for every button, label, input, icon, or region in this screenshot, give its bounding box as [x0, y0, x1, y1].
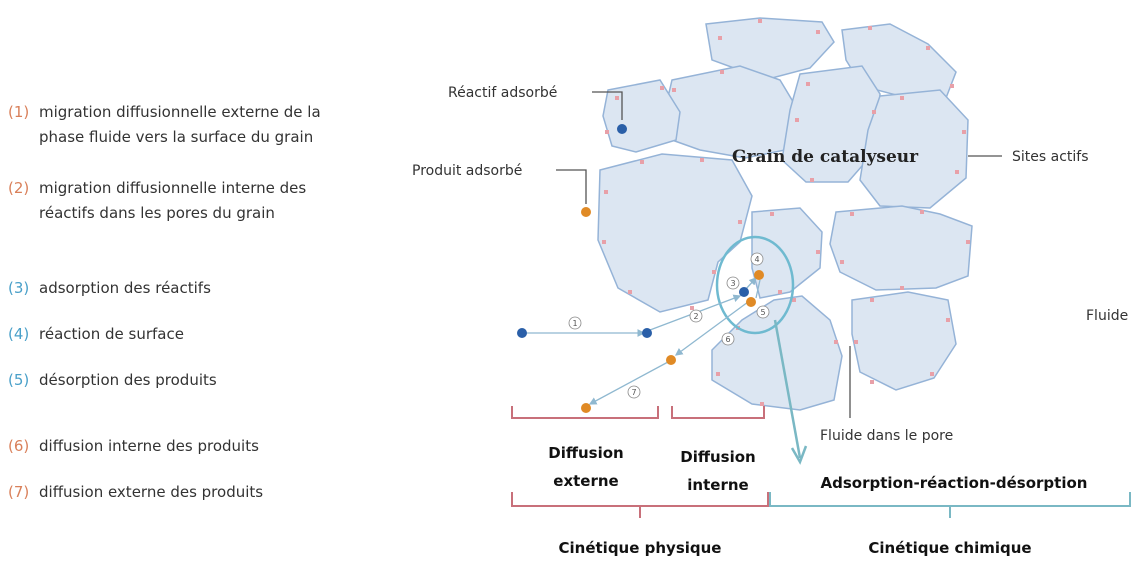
reactif-adsorbe-label: Réactif adsorbé	[448, 85, 557, 101]
step-text: réaction de surface	[39, 325, 184, 343]
step-text: adsorption des réactifs	[39, 279, 211, 297]
path-numbers: 1 2 3 4 5 6 7	[568, 252, 770, 399]
step-number: (2)	[8, 179, 30, 197]
path-number-7: 7	[627, 385, 641, 399]
product-molecule	[754, 270, 764, 280]
svg-text:4: 4	[754, 255, 759, 264]
zone-pointer-arrow	[773, 319, 802, 459]
molecules	[517, 124, 764, 413]
grain-fragment	[602, 79, 681, 153]
braces	[511, 406, 1131, 518]
step-3: (3) adsorption des réactifs	[8, 276, 211, 301]
grain-label: Grain de catalyseur	[732, 147, 919, 167]
svg-text:5: 5	[760, 308, 765, 317]
step-1: (1) migration diffusionnelle externe de l…	[8, 100, 321, 150]
brace-cinetique-chimique	[769, 492, 1131, 518]
diffusion-externe-label-1: Diffusion	[548, 444, 623, 462]
reactant-molecule	[642, 328, 652, 338]
reactant-molecule	[617, 124, 627, 134]
fluide-label: Fluide	[1086, 308, 1128, 324]
svg-text:1: 1	[572, 319, 577, 328]
cinetique-chimique-label: Cinétique chimique	[868, 539, 1031, 557]
svg-text:3: 3	[730, 279, 735, 288]
grain-fragment	[705, 17, 835, 79]
diffusion-interne-label-2: interne	[687, 476, 748, 494]
produit-adsorbe-label: Produit adsorbé	[412, 163, 522, 179]
brace-cinetique-physique	[511, 492, 769, 518]
step-text-line2: réactifs dans les pores du grain	[39, 204, 275, 222]
product-molecule	[581, 403, 591, 413]
grain-fragment	[711, 295, 843, 411]
svg-text:7: 7	[631, 388, 636, 397]
step-4: (4) réaction de surface	[8, 322, 184, 347]
diffusion-interne-label-1: Diffusion	[680, 448, 755, 466]
leader-lines	[556, 91, 1002, 418]
reactant-molecule	[739, 287, 749, 297]
product-molecule	[666, 355, 676, 365]
step-text: désorption des produits	[39, 371, 217, 389]
step-6: (6) diffusion interne des produits	[8, 434, 259, 459]
reaction-zone-circle	[715, 235, 795, 335]
product-molecule	[581, 207, 591, 217]
step-number: (6)	[8, 437, 30, 455]
grain-fragment	[859, 89, 969, 209]
fluide-pore-label: Fluide dans le pore	[820, 428, 953, 444]
active-sites	[602, 19, 970, 406]
diffusion-externe-label-2: externe	[553, 472, 618, 490]
grain-fragment	[851, 291, 957, 391]
adsorption-reaction-desorption-label: Adsorption-réaction-désorption	[821, 474, 1088, 492]
step-5: (5) désorption des produits	[8, 368, 217, 393]
grain-fragment	[781, 65, 881, 183]
path-number-6: 6	[721, 332, 735, 346]
step-text: diffusion externe des produits	[39, 483, 264, 501]
brace-diffusion-interne	[671, 406, 765, 419]
grain-fragment	[664, 65, 799, 159]
path-number-1: 1	[568, 316, 582, 330]
sites-actifs-label: Sites actifs	[1012, 149, 1089, 165]
svg-text:6: 6	[725, 335, 730, 344]
step-number: (1)	[8, 103, 30, 121]
path-number-4: 4	[750, 252, 764, 266]
step-number: (7)	[8, 483, 30, 501]
step-7: (7) diffusion externe des produits	[8, 480, 263, 505]
step-number: (5)	[8, 371, 30, 389]
product-molecule	[746, 297, 756, 307]
brace-diffusion-externe	[511, 406, 659, 419]
zone-pointer-arrowhead	[790, 445, 808, 465]
grain-fragment	[751, 207, 823, 299]
path-number-3: 3	[726, 276, 740, 290]
step-text: diffusion interne des produits	[39, 437, 259, 455]
catalyst-grain	[597, 17, 973, 411]
reactant-molecule	[517, 328, 527, 338]
path-number-2: 2	[689, 309, 703, 323]
step-text-line2: phase fluide vers la surface du grain	[39, 128, 314, 146]
step-text: migration diffusionnelle interne des	[39, 179, 307, 197]
cinetique-physique-label: Cinétique physique	[559, 539, 722, 557]
step-number: (4)	[8, 325, 30, 343]
step-number: (3)	[8, 279, 30, 297]
svg-text:2: 2	[693, 312, 698, 321]
path-number-5: 5	[756, 305, 770, 319]
step-2: (2)migration diffusionnelle interne des …	[8, 176, 306, 226]
step-text: migration diffusionnelle externe de la	[39, 103, 321, 121]
grain-fragment	[597, 153, 753, 313]
grain-fragment	[829, 205, 973, 291]
